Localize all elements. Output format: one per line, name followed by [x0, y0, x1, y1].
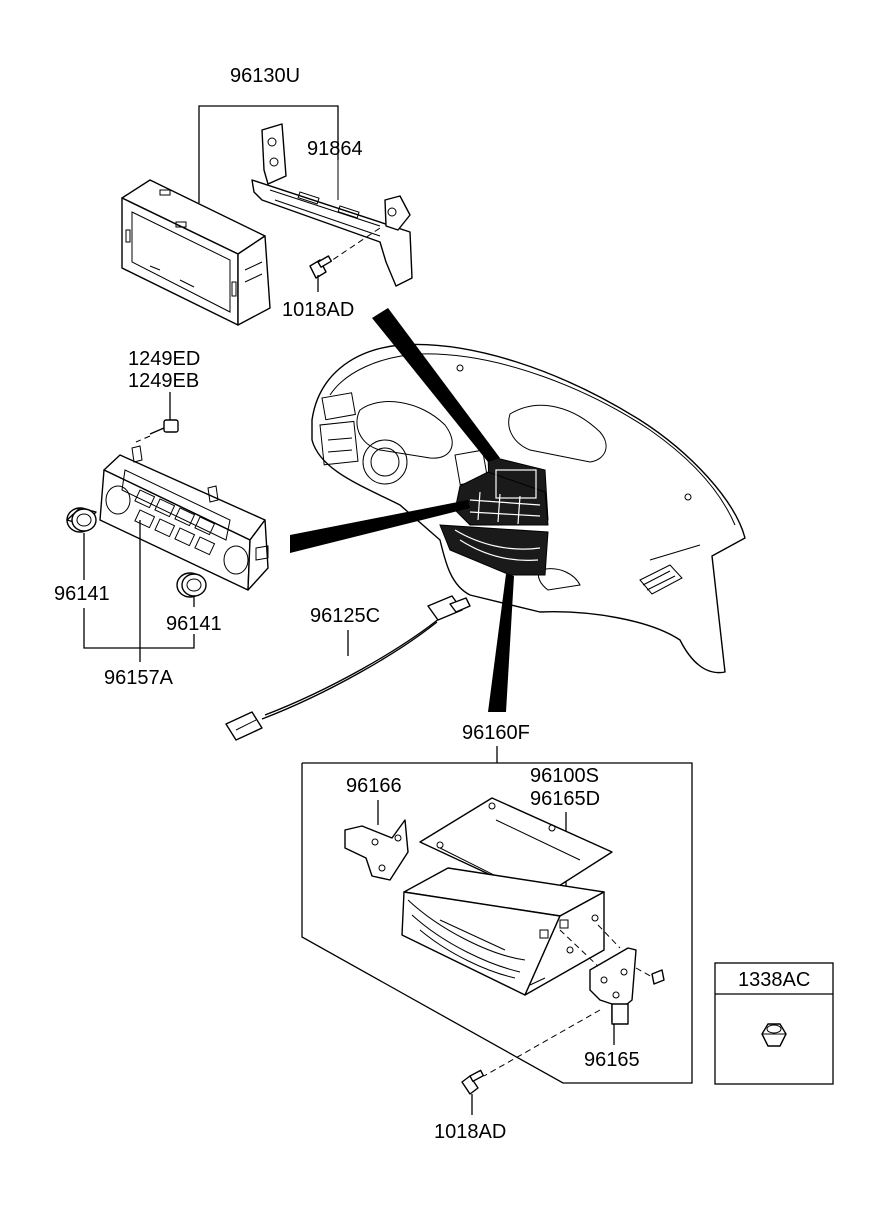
cable-connector-top: [427, 595, 471, 621]
pointer-arrows: [290, 308, 514, 712]
screw-top-part: [309, 227, 381, 292]
label-96166: 96166: [346, 775, 402, 797]
knob-left-part: [66, 507, 97, 533]
screw-side-part: [635, 967, 665, 985]
screw-bottom-guide: [483, 1009, 601, 1077]
cable-connector-bottom: [225, 711, 263, 741]
knob-right-part: [176, 572, 207, 598]
arrow-audio-to-dash: [488, 574, 514, 712]
label-96100S: 96100S: [530, 765, 599, 787]
label-96165: 96165: [584, 1049, 640, 1071]
bracket-96165-part: [589, 947, 637, 1025]
display-unit-part: [121, 179, 271, 326]
screw-bottom-part: [461, 1069, 485, 1115]
leader-96157A-bracket: [83, 608, 195, 649]
label-91864: 91864: [307, 138, 363, 160]
label-96141-left: 96141: [54, 583, 110, 605]
label-96165D: 96165D: [530, 788, 600, 810]
bracket-91864-part: [251, 123, 413, 287]
audio-assembly-frame: [301, 762, 693, 1084]
bracket-96166-part: [344, 819, 409, 881]
cable-wire: [264, 617, 441, 716]
arrow-display-to-dash: [372, 308, 500, 462]
control-assembly-group: 1249ED 1249EB: [54, 348, 269, 689]
label-96160F: 96160F: [462, 722, 530, 744]
nut-part: [761, 1023, 787, 1047]
nut-box: 1338AC: [714, 962, 834, 1085]
label-96130U: 96130U: [230, 65, 300, 87]
control-panel-part: [99, 445, 269, 591]
dashboard-part: [311, 343, 746, 674]
label-1249EB: 1249EB: [128, 370, 199, 392]
audio-cover-part: [419, 797, 613, 899]
leader-96130U: [198, 105, 339, 203]
arrow-control-to-dash: [290, 500, 470, 553]
label-1018AD-bottom: 1018AD: [434, 1121, 506, 1143]
audio-assembly-group: 96160F 96166 96100S 96165D: [301, 722, 693, 1084]
label-96125C: 96125C: [310, 605, 380, 627]
display-assembly-group: 96130U 91864: [121, 65, 413, 326]
cable-group: 96125C: [225, 595, 471, 741]
label-96141-right: 96141: [166, 613, 222, 635]
screw-control-part: [135, 419, 179, 443]
label-1338AC: 1338AC: [738, 969, 810, 991]
label-1249ED: 1249ED: [128, 348, 200, 370]
label-96157A: 96157A: [104, 667, 174, 689]
label-1018AD-top: 1018AD: [282, 299, 354, 321]
audio-unit-part: [401, 867, 621, 996]
